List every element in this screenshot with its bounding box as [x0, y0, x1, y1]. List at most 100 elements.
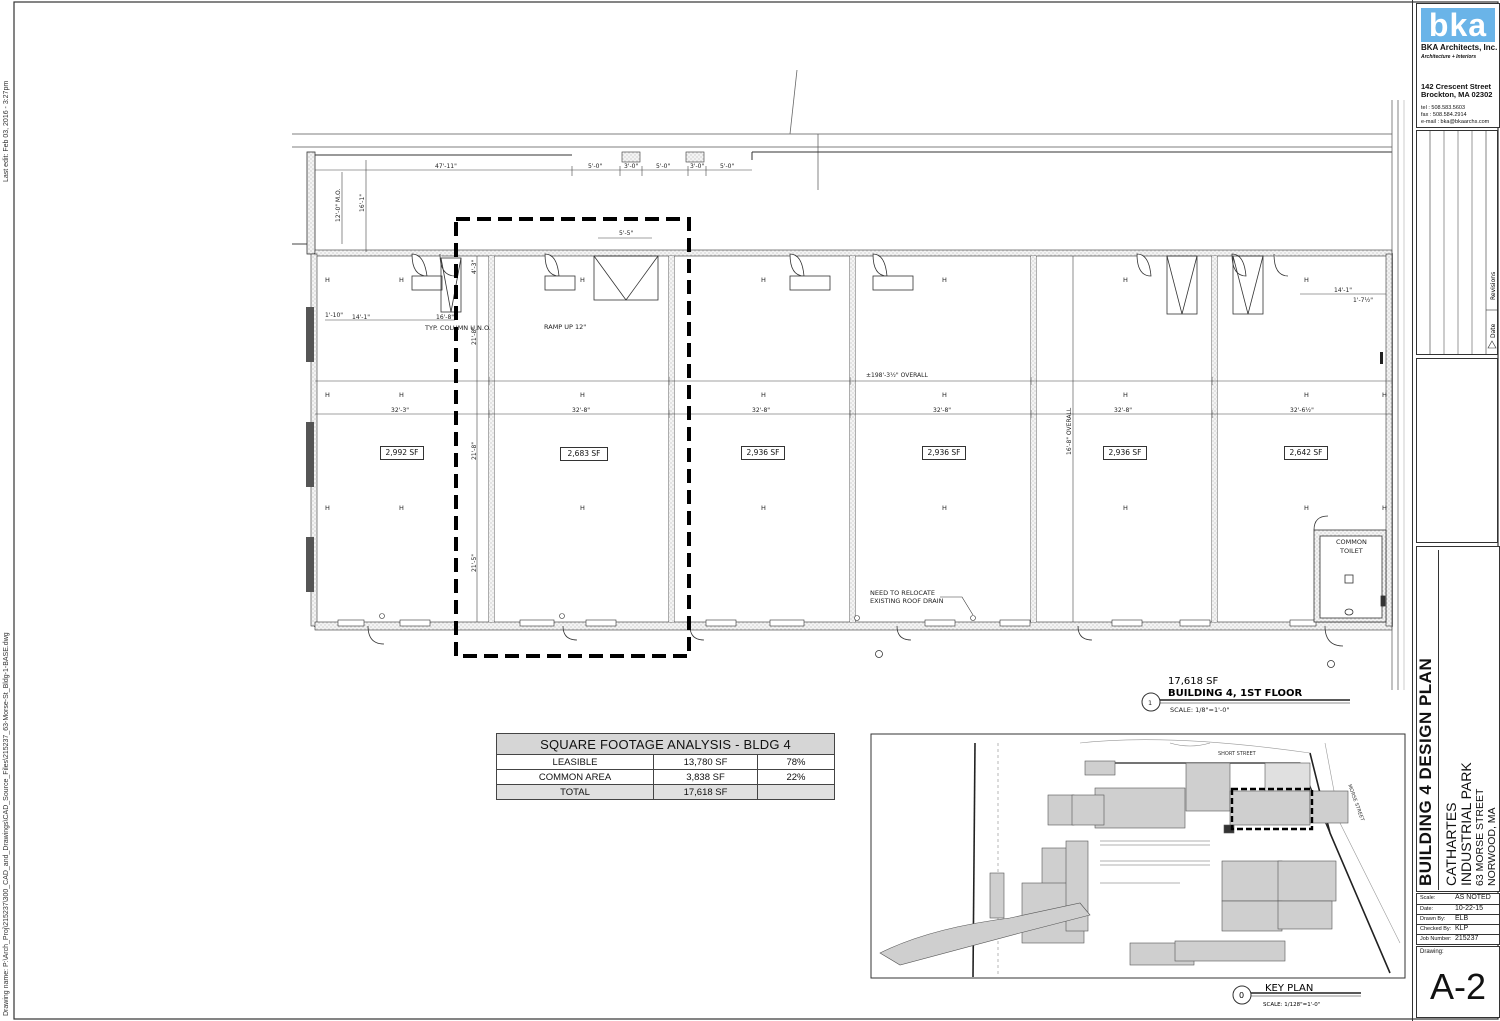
- dim-ramp-top: 5'-5": [619, 230, 633, 237]
- dim-vert-2: 4'-3": [471, 260, 478, 274]
- dim-left-1: 16'-8": [436, 314, 454, 321]
- info-value: 215237: [1455, 935, 1479, 942]
- dim-top-2: 3'-0": [624, 163, 638, 170]
- info-value: 10-22-15: [1455, 905, 1484, 912]
- row-sf: 3,838 SF: [653, 769, 758, 785]
- dim-vert-6: 16'-8" OVERALL: [1066, 407, 1073, 455]
- plan-area: 17,618 SF: [1168, 676, 1219, 687]
- row-pct: 22%: [757, 769, 835, 785]
- firm-fax: fax : 508.584.2914: [1421, 112, 1467, 118]
- row-pct: 78%: [757, 754, 835, 770]
- info-label: Job Number:: [1420, 936, 1452, 942]
- info-value: KLP: [1455, 925, 1469, 932]
- common-toilet: [1313, 515, 1387, 623]
- firm-tagline: Architecture + Interiors: [1421, 54, 1477, 60]
- svg-text:H: H: [1304, 391, 1309, 399]
- dim-right-0: 14'-1": [1334, 287, 1352, 294]
- dim-mid-1: 32'-8": [572, 407, 590, 414]
- table-row: TOTAL 17,618 SF: [496, 784, 835, 800]
- row-label: TOTAL: [496, 784, 654, 800]
- note-drain-1: NEED TO RELOCATE: [870, 589, 935, 597]
- svg-text:H: H: [1382, 391, 1387, 399]
- svg-text:H: H: [325, 504, 330, 512]
- info-label: Date:: [1420, 906, 1434, 912]
- project-name-1: CATHARTES: [1443, 802, 1459, 887]
- unit-sf-5: 2,936 SF: [1103, 446, 1147, 460]
- unit-sf-1: 2,992 SF: [380, 446, 424, 460]
- drawing-number-box: Drawing: A-2: [1416, 946, 1500, 1018]
- unit-sf-3: 2,936 SF: [741, 446, 785, 460]
- firm-email: e-mail : bka@bkaarchs.com: [1421, 119, 1490, 125]
- key-plan: SHORT STREET MORSE STREET: [870, 733, 1406, 979]
- svg-text:H: H: [1123, 391, 1128, 399]
- info-box: Scale: AS NOTED Date: 10-22-15 Drawn By:…: [1416, 893, 1500, 945]
- highlighted-unit-outline: [454, 217, 691, 658]
- info-value: AS NOTED: [1455, 894, 1491, 901]
- plan-title: BUILDING 4, 1ST FLOOR: [1168, 688, 1302, 699]
- svg-text:H: H: [1123, 504, 1128, 512]
- dim-left-2: 1'-10": [325, 312, 343, 319]
- firm-tel: tel : 508.583.5603: [1421, 105, 1466, 111]
- svg-text:H: H: [1382, 504, 1387, 512]
- sheet-title-box: BUILDING 4 DESIGN PLAN CATHARTES INDUSTR…: [1416, 546, 1500, 892]
- svg-text:H: H: [399, 504, 404, 512]
- table-row: LEASIBLE 13,780 SF 78%: [496, 754, 835, 770]
- project-address-1: 63 MORSE STREET: [1474, 788, 1486, 886]
- note-toilet-1: COMMON: [1336, 538, 1367, 546]
- svg-text:H: H: [942, 391, 947, 399]
- info-row: Checked By: KLP: [1417, 924, 1499, 935]
- drawing-number: A-2: [1429, 966, 1487, 1007]
- svg-text:H: H: [399, 391, 404, 399]
- key-plan-label: KEY PLAN: [1265, 983, 1313, 994]
- svg-text:H: H: [325, 276, 330, 284]
- firm-address-2: Brockton, MA 02302: [1421, 90, 1493, 99]
- sheet-title: BUILDING 4 DESIGN PLAN: [1416, 657, 1435, 886]
- info-label: Scale:: [1420, 895, 1436, 901]
- svg-text:H: H: [580, 276, 585, 284]
- svg-text:H: H: [942, 276, 947, 284]
- firm-name: BKA Architects, Inc.: [1421, 43, 1498, 52]
- square-footage-table: SQUARE FOOTAGE ANALYSIS - BLDG 4 LEASIBL…: [496, 733, 835, 800]
- row-sf: 13,780 SF: [653, 754, 758, 770]
- svg-text:H: H: [580, 391, 585, 399]
- project-name-2: INDUSTRIAL PARK: [1458, 762, 1474, 886]
- dim-vert-3: 21'-8": [471, 327, 478, 345]
- svg-text:H: H: [1304, 504, 1309, 512]
- legal-box: [1416, 358, 1498, 543]
- dim-top-4: 3'-0": [690, 163, 704, 170]
- svg-text:H: H: [580, 504, 585, 512]
- dim-vert-1: 16'-1": [359, 194, 366, 212]
- plan-scale: SCALE: 1/8"=1'-0": [1170, 706, 1229, 714]
- dim-top-0: 47'-11": [435, 163, 457, 170]
- revision-date-label: Date: [1490, 323, 1497, 338]
- note-drain-2: EXISTING ROOF DRAIN: [870, 597, 944, 605]
- svg-text:H: H: [761, 504, 766, 512]
- key-plan-number: 0: [1239, 991, 1244, 1000]
- dim-mid-3: 32'-8": [933, 407, 951, 414]
- svg-text:H: H: [942, 504, 947, 512]
- dim-right-1: 1'-7½": [1353, 297, 1373, 304]
- note-toilet-2: TOILET: [1339, 547, 1363, 555]
- key-plan-scale: SCALE: 1/128"=1'-0": [1263, 1002, 1320, 1008]
- info-label: Checked By:: [1420, 926, 1452, 932]
- drawing-label: Drawing:: [1420, 949, 1444, 955]
- svg-text:H: H: [1304, 276, 1309, 284]
- bka-logo: bka: [1421, 8, 1495, 42]
- row-pct: [757, 784, 835, 800]
- row-label: LEASIBLE: [496, 754, 654, 770]
- unit-sf-2: 2,683 SF: [560, 447, 608, 461]
- info-label: Drawn By:: [1420, 916, 1446, 922]
- info-row: Job Number: 215237: [1417, 934, 1499, 945]
- table-row: COMMON AREA 3,838 SF 22%: [496, 769, 835, 785]
- dim-mid-2: 32'-8": [752, 407, 770, 414]
- dim-vert-5: 21'-5": [471, 554, 478, 572]
- dim-vert-0: 12'-0" M.O.: [335, 189, 342, 222]
- info-value: ELB: [1455, 915, 1469, 922]
- revisions-label: Revisions: [1490, 272, 1497, 300]
- dim-mid-4: 32'-8": [1114, 407, 1132, 414]
- dim-top-3: 5'-0": [656, 163, 670, 170]
- note-ramp: RAMP UP 12": [544, 323, 586, 331]
